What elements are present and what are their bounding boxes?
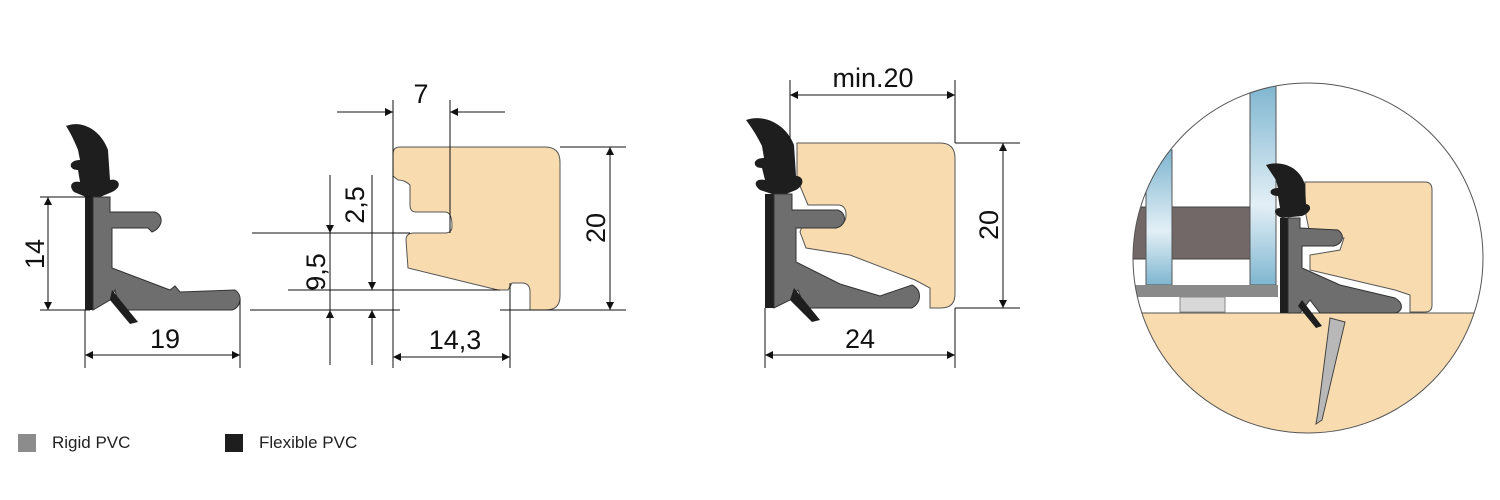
flexible-seal [746, 118, 803, 194]
legend-item-flexible-pvc: Flexible PVC [225, 433, 357, 453]
rigid-pvc-swatch [18, 434, 36, 452]
wood-section [1304, 181, 1433, 313]
dim-width-14-3: 14,3 [429, 325, 482, 355]
dim-offset-9-5: 9,5 [301, 253, 331, 291]
dim-height-20: 20 [974, 210, 1004, 240]
wood-section [796, 142, 956, 309]
dim-top-min-20: min.20 [832, 63, 913, 93]
flexible-lip [110, 290, 138, 324]
glass-pane [1249, 84, 1277, 286]
dim-top-7: 7 [413, 79, 428, 109]
wood-section [392, 146, 561, 311]
profile-c-assembly: min.20 20 24 [746, 63, 1020, 368]
dim-groove-2-5: 2,5 [340, 186, 370, 224]
flexible-lip [790, 288, 820, 322]
dim-height-14: 14 [20, 239, 50, 269]
dim-width-24: 24 [845, 324, 875, 354]
legend-label: Flexible PVC [259, 433, 358, 452]
screw [1315, 317, 1346, 426]
rigid-profile [92, 196, 241, 311]
legend-item-rigid-pvc: Rigid PVC [18, 433, 130, 453]
glass-pane [1145, 149, 1173, 286]
flexible-strip [85, 197, 93, 310]
rigid-profile [773, 193, 920, 309]
flexible-seal [1266, 163, 1311, 218]
flexible-lip [1298, 300, 1322, 328]
profile-a: 14 19 [20, 124, 241, 368]
rigid-profile [1287, 217, 1402, 314]
dim-height-20: 20 [581, 213, 611, 243]
flexible-strip [765, 194, 774, 308]
dim-width-19: 19 [150, 324, 180, 354]
flexible-seal [66, 124, 119, 197]
legend-label: Rigid PVC [52, 433, 131, 452]
flexible-strip [1280, 218, 1288, 313]
detail-circle-outline [1132, 82, 1484, 434]
profile-b-wood: 7 20 9,5 2,5 14,3 [250, 79, 626, 368]
flexible-pvc-swatch [225, 434, 243, 452]
